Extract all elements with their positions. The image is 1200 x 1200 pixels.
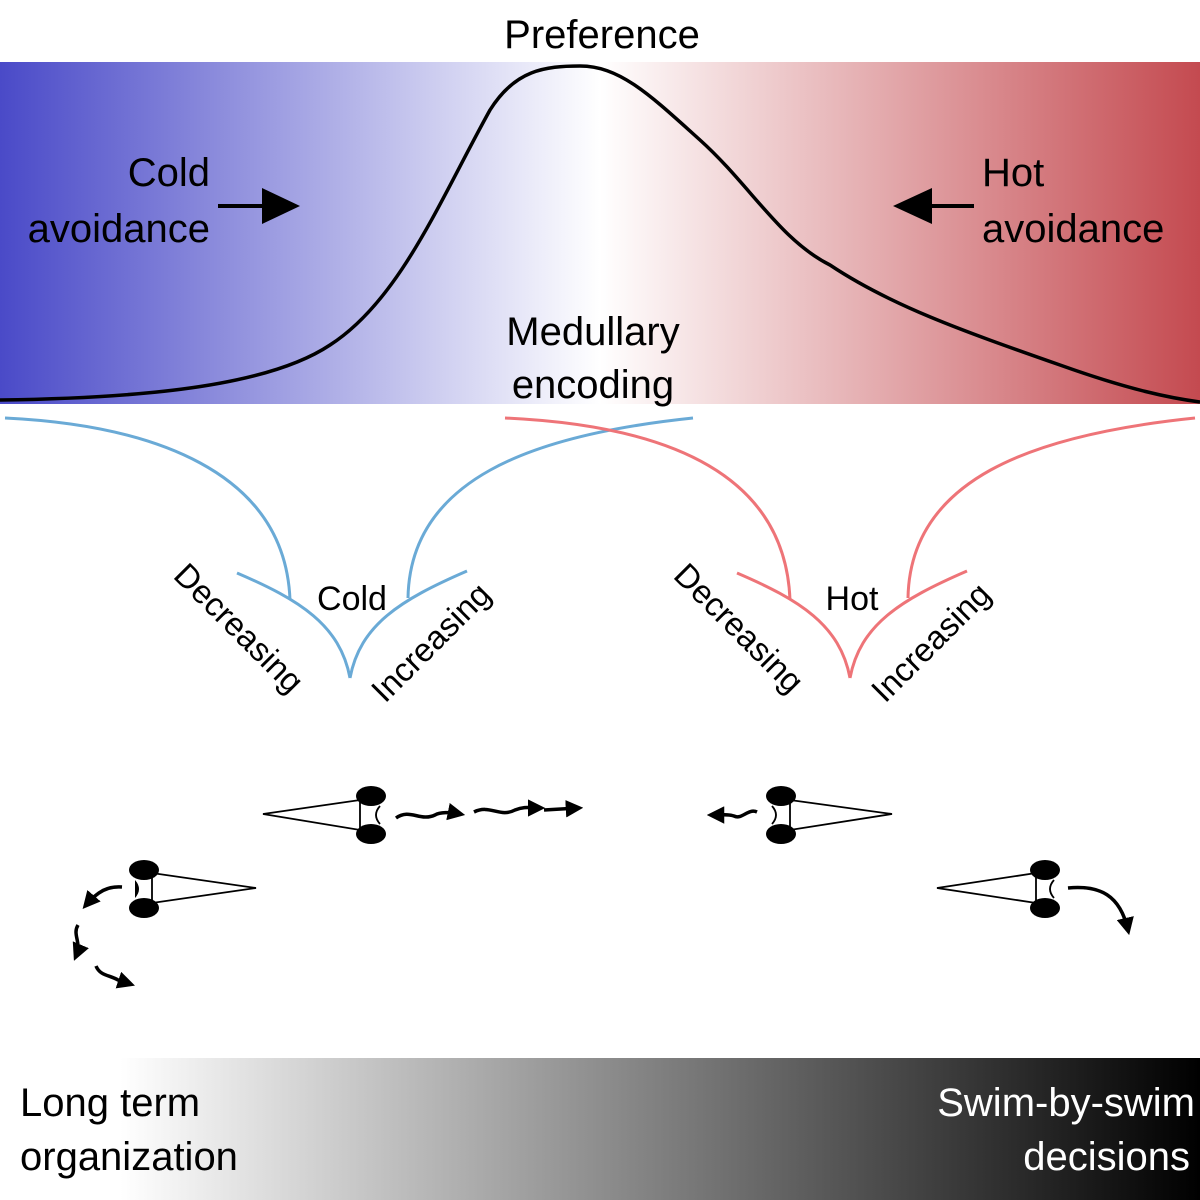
swim-trajectory-swim-by-swim: [1067, 885, 1134, 936]
timescale-gradient-band: [0, 1058, 1200, 1200]
medullary-encoding-label-line1: Medullary: [506, 310, 679, 354]
hot-avoidance-label-line1: Hot: [982, 151, 1044, 195]
fish-icon-hot-side: [766, 786, 893, 844]
hot-increasing-label: Increasing: [864, 575, 998, 709]
fish-icon-forward-swim: [262, 786, 386, 844]
swim-trajectory-forward: [394, 799, 584, 821]
arrow-left-icon: [893, 188, 974, 224]
fish-icon-swim-by-swim: [936, 860, 1060, 918]
cold-encoding-tree: [4, 416, 694, 679]
preference-label: Preference: [504, 13, 700, 57]
swim-by-swim-label-line2: decisions: [1023, 1135, 1190, 1179]
swim-by-swim-label-line1: Swim-by-swim: [937, 1081, 1195, 1125]
cold-avoidance-label-line2: avoidance: [28, 207, 210, 251]
cold-label: Cold: [317, 580, 387, 618]
fish-icon-long-term: [129, 860, 257, 918]
hot-label: Hot: [826, 580, 879, 618]
long-term-label-line1: Long term: [20, 1081, 200, 1125]
hot-encoding-tree: [504, 416, 1196, 679]
long-term-label-line2: organization: [20, 1135, 238, 1179]
preference-curve: [0, 64, 1200, 404]
arrow-right-icon: [218, 188, 300, 224]
cold-avoidance-label-line1: Cold: [128, 151, 210, 195]
hot-avoidance-label-line2: avoidance: [982, 207, 1164, 251]
cold-decreasing-label: Decreasing: [167, 556, 311, 700]
medullary-encoding-label-line2: encoding: [512, 363, 674, 407]
hot-decreasing-label: Decreasing: [667, 556, 811, 700]
swim-trajectory-hot-side: [706, 806, 758, 824]
swim-trajectory-long-term: [72, 885, 135, 989]
temperature-gradient-band: [0, 62, 1200, 404]
